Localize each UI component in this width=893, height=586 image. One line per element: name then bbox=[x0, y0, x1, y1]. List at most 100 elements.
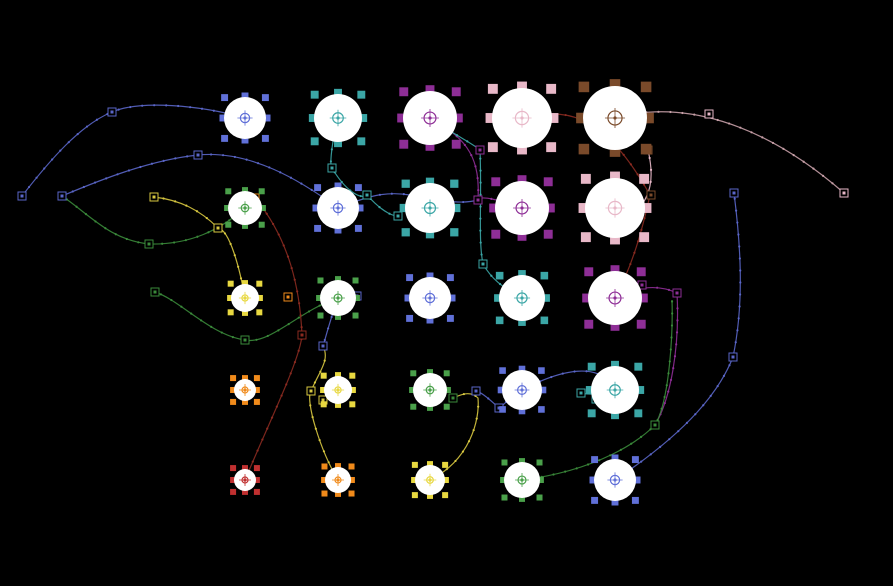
node-handle[interactable] bbox=[501, 494, 508, 501]
node-handle[interactable] bbox=[242, 222, 248, 229]
node-handle[interactable] bbox=[444, 387, 451, 393]
graph-node-n12[interactable] bbox=[316, 276, 360, 320]
node-handle[interactable] bbox=[401, 179, 410, 188]
node-handle[interactable] bbox=[518, 270, 526, 278]
node-handle[interactable] bbox=[487, 83, 498, 94]
node-handle[interactable] bbox=[636, 319, 646, 329]
node-handle[interactable] bbox=[633, 476, 641, 484]
node-handle[interactable] bbox=[404, 294, 412, 302]
node-handle[interactable] bbox=[230, 398, 237, 405]
graph-node-n8[interactable] bbox=[399, 177, 461, 239]
node-handle[interactable] bbox=[253, 477, 260, 483]
node-handle[interactable] bbox=[253, 465, 260, 472]
node-handle[interactable] bbox=[611, 360, 619, 369]
node-handle[interactable] bbox=[261, 134, 269, 142]
node-handle[interactable] bbox=[539, 386, 547, 394]
node-handle[interactable] bbox=[443, 370, 450, 377]
node-handle[interactable] bbox=[487, 142, 498, 153]
node-handle[interactable] bbox=[335, 490, 341, 497]
node-handle[interactable] bbox=[411, 461, 418, 468]
node-handle[interactable] bbox=[399, 139, 409, 149]
node-handle[interactable] bbox=[334, 182, 342, 190]
node-handle[interactable] bbox=[640, 143, 652, 155]
node-handle[interactable] bbox=[538, 406, 545, 413]
node-handle[interactable] bbox=[406, 274, 414, 282]
node-handle[interactable] bbox=[536, 459, 543, 466]
node-handle[interactable] bbox=[584, 319, 594, 329]
node-handle[interactable] bbox=[442, 492, 449, 499]
node-handle[interactable] bbox=[242, 465, 248, 472]
node-handle[interactable] bbox=[609, 146, 621, 157]
graph-node-n16[interactable] bbox=[230, 375, 260, 405]
node-handle[interactable] bbox=[491, 177, 501, 187]
node-handle[interactable] bbox=[631, 496, 639, 504]
node-handle[interactable] bbox=[518, 365, 526, 373]
node-handle[interactable] bbox=[443, 403, 450, 410]
node-handle[interactable] bbox=[411, 492, 418, 499]
graph-node-n23[interactable] bbox=[411, 461, 449, 499]
node-handle[interactable] bbox=[320, 372, 327, 379]
node-handle[interactable] bbox=[406, 314, 414, 322]
graph-node-n4[interactable] bbox=[485, 81, 559, 155]
node-handle[interactable] bbox=[230, 465, 237, 472]
node-handle[interactable] bbox=[335, 372, 341, 379]
node-handle[interactable] bbox=[219, 114, 227, 122]
node-handle[interactable] bbox=[452, 203, 461, 213]
node-handle[interactable] bbox=[426, 316, 434, 324]
node-handle[interactable] bbox=[312, 204, 320, 212]
node-handle[interactable] bbox=[410, 370, 417, 377]
node-handle[interactable] bbox=[610, 321, 620, 331]
node-handle[interactable] bbox=[519, 495, 525, 502]
node-handle[interactable] bbox=[578, 203, 589, 213]
node-handle[interactable] bbox=[256, 309, 263, 316]
node-handle[interactable] bbox=[230, 387, 237, 393]
node-handle[interactable] bbox=[540, 271, 549, 280]
node-handle[interactable] bbox=[397, 113, 407, 123]
node-handle[interactable] bbox=[611, 498, 619, 506]
node-handle[interactable] bbox=[537, 477, 544, 483]
node-handle[interactable] bbox=[425, 177, 435, 186]
node-handle[interactable] bbox=[545, 203, 555, 213]
node-handle[interactable] bbox=[221, 94, 229, 102]
node-handle[interactable] bbox=[335, 313, 341, 320]
graph-node-n17[interactable] bbox=[320, 372, 356, 408]
node-handle[interactable] bbox=[230, 375, 237, 382]
node-handle[interactable] bbox=[611, 411, 619, 420]
node-handle[interactable] bbox=[451, 139, 461, 149]
graph-node-n18[interactable] bbox=[409, 369, 451, 411]
node-handle[interactable] bbox=[256, 280, 263, 287]
node-handle[interactable] bbox=[576, 112, 587, 124]
node-handle[interactable] bbox=[242, 398, 248, 405]
node-handle[interactable] bbox=[446, 274, 454, 282]
node-handle[interactable] bbox=[242, 187, 248, 194]
graph-node-n1[interactable] bbox=[219, 92, 271, 144]
node-handle[interactable] bbox=[426, 272, 434, 280]
node-handle[interactable] bbox=[636, 267, 646, 277]
node-handle[interactable] bbox=[253, 488, 260, 495]
node-handle[interactable] bbox=[242, 375, 248, 382]
node-handle[interactable] bbox=[640, 81, 652, 93]
node-handle[interactable] bbox=[320, 401, 327, 408]
node-handle[interactable] bbox=[263, 114, 271, 122]
node-handle[interactable] bbox=[352, 277, 359, 284]
node-handle[interactable] bbox=[227, 295, 234, 301]
node-handle[interactable] bbox=[518, 318, 526, 326]
graph-node-n5[interactable] bbox=[576, 79, 654, 157]
node-handle[interactable] bbox=[320, 387, 327, 393]
graph-node-n14[interactable] bbox=[494, 270, 550, 326]
node-handle[interactable] bbox=[427, 369, 433, 376]
node-handle[interactable] bbox=[634, 409, 643, 418]
node-handle[interactable] bbox=[253, 375, 260, 382]
node-handle[interactable] bbox=[542, 294, 550, 302]
graph-node-n2[interactable] bbox=[308, 88, 368, 148]
node-handle[interactable] bbox=[225, 188, 232, 195]
node-handle[interactable] bbox=[517, 144, 527, 155]
node-handle[interactable] bbox=[425, 141, 435, 151]
node-handle[interactable] bbox=[242, 309, 248, 316]
graph-node-n9[interactable] bbox=[489, 175, 555, 241]
node-handle[interactable] bbox=[334, 88, 342, 97]
node-handle[interactable] bbox=[411, 477, 418, 483]
node-handle[interactable] bbox=[499, 406, 506, 413]
node-handle[interactable] bbox=[543, 177, 553, 187]
node-handle[interactable] bbox=[578, 81, 590, 93]
